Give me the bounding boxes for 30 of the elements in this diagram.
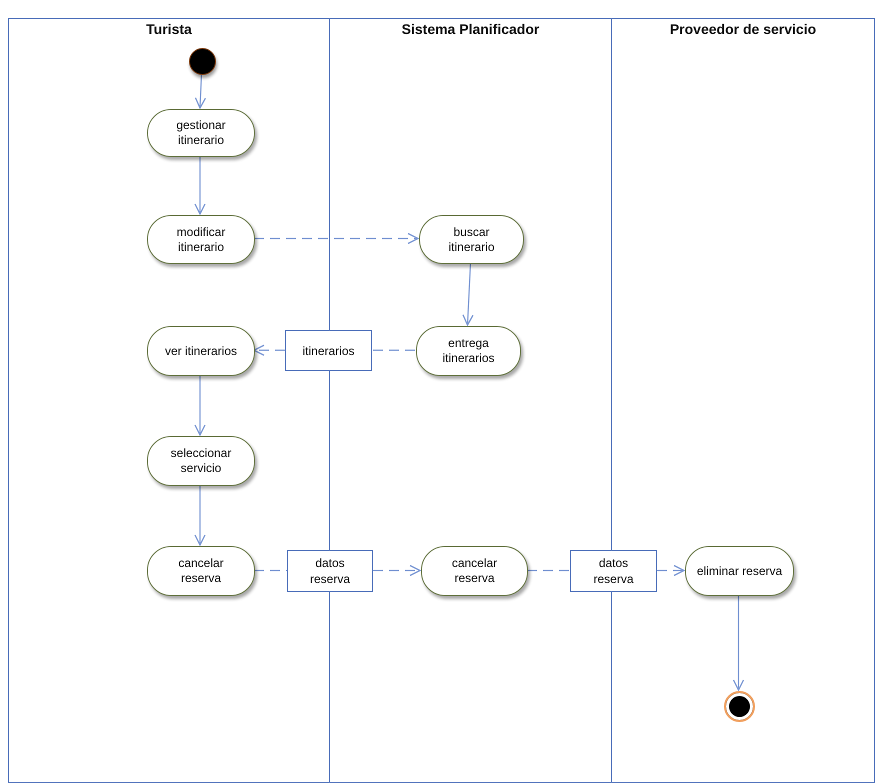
- arrow: [194, 375, 206, 436]
- connector-line: [254, 570, 287, 572]
- arrow: [194, 485, 206, 546]
- arrow: [194, 156, 206, 215]
- connector-line: [527, 570, 570, 572]
- connector-line: [372, 350, 415, 351]
- object-node: itinerarios: [285, 330, 372, 371]
- object-node: datos reserva: [287, 550, 373, 592]
- arrow: [253, 344, 285, 356]
- arrow: [732, 595, 744, 691]
- action-node: cancelar reserva: [421, 546, 528, 596]
- final-node: [724, 691, 755, 722]
- action-node: modificar itinerario: [147, 215, 255, 264]
- arrow: [462, 262, 474, 326]
- arrow: [373, 564, 421, 576]
- action-node: gestionar itinerario: [147, 109, 255, 157]
- action-node: seleccionar servicio: [147, 436, 255, 486]
- action-node: entrega itinerarios: [416, 326, 521, 376]
- object-node: datos reserva: [570, 550, 657, 592]
- action-node: eliminar reserva: [685, 546, 794, 596]
- lane-title: Sistema Planificador: [400, 21, 540, 37]
- arrow: [657, 564, 685, 576]
- action-node: cancelar reserva: [147, 546, 255, 596]
- lane-title: Turista: [145, 21, 193, 37]
- lane-title: Proveedor de servicio: [668, 21, 818, 37]
- action-node: ver itinerarios: [147, 326, 255, 376]
- arrow: [254, 232, 419, 244]
- arrow: [194, 74, 206, 109]
- initial-node: [189, 48, 216, 75]
- action-node: buscar itinerario: [419, 215, 524, 264]
